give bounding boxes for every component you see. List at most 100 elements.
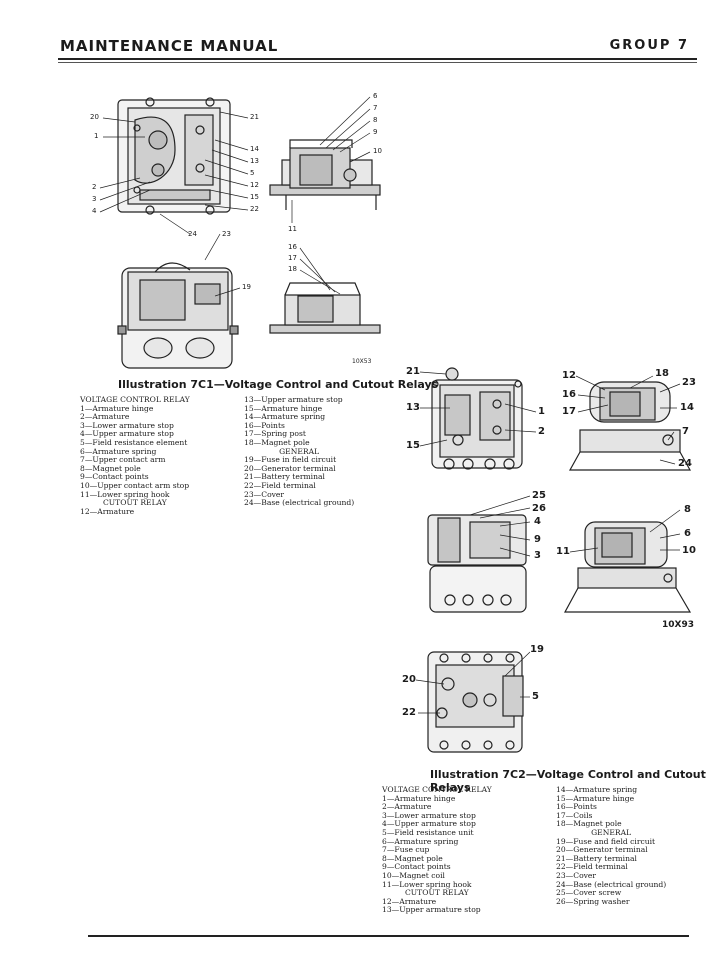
callout-2: 2 (92, 183, 97, 191)
callout-5: 5 (250, 169, 255, 177)
callout-17: 17 (288, 254, 297, 262)
legend-item: 15—Armature hinge (244, 403, 323, 413)
callout-10: 11 (556, 546, 570, 557)
fig2-legend-col1: VOLTAGE CONTROL RELAY 1—Armature hinge 2… (382, 785, 492, 915)
legend-heading: GENERAL (591, 827, 632, 837)
legend-item: 23—Cover (244, 489, 285, 499)
callout-7: 7 (682, 426, 689, 437)
legend-item: 10—Upper contact arm stop (80, 480, 190, 490)
legend-item: 7—Fuse cup (382, 845, 430, 855)
legend-item: 4—Upper armature stop (382, 819, 476, 829)
fig1-top-view (117, 97, 231, 215)
legend-item: 18—Magnet pole (244, 437, 310, 447)
fig2-legend-col2: 14—Armature spring 15—Armature hinge 16—… (556, 785, 666, 906)
callout-10: 10 (373, 147, 382, 155)
legend-item: 1—Armature hinge (382, 793, 456, 803)
callout-8: 8 (684, 504, 691, 515)
legend-item: 12—Armature (80, 506, 135, 516)
legend-item: 14—Armature spring (244, 412, 326, 422)
callout-19: 19 (242, 283, 251, 291)
fig2-top-left-view (431, 367, 523, 470)
callout-25: 25 (532, 490, 546, 501)
legend-item: 11—Lower spring hook (80, 489, 170, 499)
legend-heading: GENERAL (279, 446, 320, 456)
callout-14: 14 (680, 402, 694, 413)
callout-16: 16 (288, 243, 297, 251)
manual-title: MAINTENANCE MANUAL (60, 37, 279, 55)
fig2-middle-right-view (563, 521, 692, 613)
callout-4: 4 (92, 207, 97, 215)
legend-item: 6—Armature spring (382, 836, 459, 846)
callout-18: 18 (655, 368, 669, 379)
legend-item: 20—Generator terminal (556, 845, 648, 855)
legend-item: 25—Cover screw (556, 888, 622, 898)
legend-heading: CUTOUT RELAY (404, 888, 469, 898)
legend-item: 16—Points (556, 802, 597, 812)
callout-1: 1 (538, 406, 545, 417)
legend-item: 21—Battery terminal (244, 472, 325, 482)
legend-item: 20—Generator terminal (244, 463, 336, 473)
legend-item: 13—Upper armature stop (382, 905, 481, 915)
callout-6: 6 (684, 528, 691, 539)
callout-20: 20 (402, 674, 416, 685)
callout-24: 24 (678, 458, 692, 469)
callout-4: 4 (534, 516, 541, 527)
callout-12: 12 (250, 181, 259, 189)
callout-9: 9 (373, 128, 378, 136)
callout-3: 3 (92, 195, 97, 203)
callout-23: 23 (222, 230, 231, 238)
header-rule (58, 58, 697, 60)
legend-item: 12—Armature (382, 896, 437, 906)
legend-item: 11—Lower spring hook (382, 879, 472, 889)
fig1-caption: Illustration 7C1—Voltage Control and Cut… (118, 378, 439, 391)
footer-rule (88, 935, 689, 937)
fig1-bottom-left-view (117, 262, 239, 369)
legend-item: 5—Field resistance element (80, 437, 188, 447)
legend-item: 6—Armature spring (80, 446, 157, 456)
fig2-caption: Illustration 7C2—Voltage Control and Cut… (430, 768, 706, 794)
legend-heading: VOLTAGE CONTROL RELAY (382, 785, 492, 794)
legend-item: 17—Coils (556, 810, 593, 820)
callout-24: 24 (188, 230, 197, 238)
legend-item: 21—Battery terminal (556, 853, 637, 863)
callout-19: 19 (530, 644, 544, 655)
legend-item: 2—Armature (382, 802, 432, 812)
fig1-bottom-right-view (269, 282, 381, 334)
callout-5: 5 (532, 691, 539, 702)
callout-2: 2 (538, 426, 545, 437)
callout-6: 6 (373, 92, 378, 100)
callout-9: 9 (534, 534, 541, 545)
callout-18: 18 (288, 265, 297, 273)
callout-12: 12 (562, 370, 576, 381)
callout-11: 10 (682, 545, 696, 556)
legend-item: 13—Upper armature stop (244, 395, 343, 404)
callout-15: 15 (250, 193, 259, 201)
callout-15: 15 (406, 440, 420, 451)
legend-item: 22—Field terminal (556, 862, 628, 872)
callout-20: 20 (90, 113, 99, 121)
callout-1: 1 (94, 132, 99, 140)
callout-17: 17 (562, 406, 576, 417)
legend-item: 22—Field terminal (244, 480, 316, 490)
header-rule-thin (58, 62, 697, 63)
legend-item: 9—Contact points (80, 472, 149, 482)
legend-item: 9—Contact points (382, 862, 451, 872)
legend-item: 17—Spring post (244, 429, 306, 439)
legend-item: 14—Armature spring (556, 785, 638, 794)
legend-item: 3—Lower armature stop (382, 810, 476, 820)
legend-heading: CUTOUT RELAY (102, 498, 167, 508)
legend-item: 23—Cover (556, 870, 597, 880)
fig1-side-view (269, 139, 381, 210)
legend-item: 2—Armature (80, 412, 130, 422)
fig2-bottom-view (427, 651, 524, 753)
callout-22: 22 (402, 707, 416, 718)
callout-21: 21 (406, 366, 420, 377)
fig1-legend-col1: VOLTAGE CONTROL RELAY 1—Armature hinge 2… (80, 395, 190, 516)
callout-7: 7 (373, 104, 378, 112)
legend-item: 19—Fuse in field circuit (244, 455, 337, 465)
callout-11: 11 (288, 225, 297, 233)
callout-23: 23 (682, 377, 696, 388)
fig2-top-right-view (568, 381, 692, 471)
legend-item: 4—Upper armature stop (80, 429, 174, 439)
